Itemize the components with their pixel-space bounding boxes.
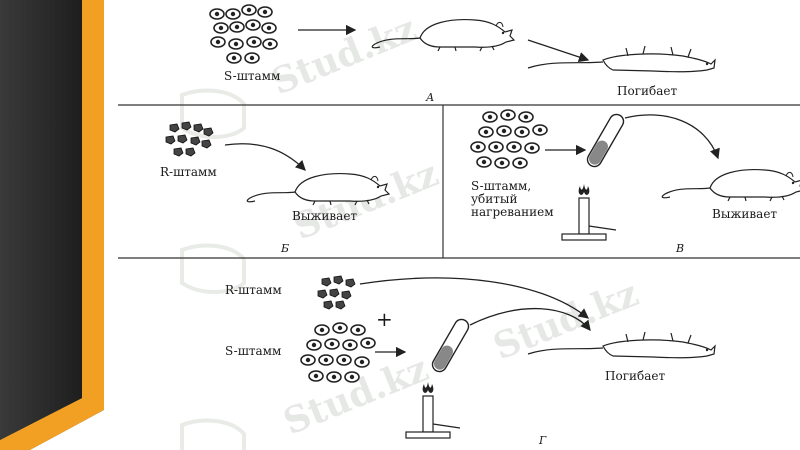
outcome-label: Погибает bbox=[617, 84, 677, 98]
panel-letter: В bbox=[675, 242, 684, 255]
outcome-label: Выживает bbox=[292, 209, 357, 223]
test-tube bbox=[584, 111, 627, 170]
r-strain-cells bbox=[165, 121, 214, 157]
arrow bbox=[624, 114, 720, 160]
arrow bbox=[359, 277, 590, 319]
slide-sidebar bbox=[0, 0, 118, 450]
s-strain-cells bbox=[209, 4, 278, 64]
panel-borders bbox=[118, 104, 800, 259]
panel-g: R-штамм + S-штамм Погибает Г bbox=[225, 275, 716, 447]
live-rat bbox=[661, 168, 800, 202]
r-strain-label: R-штамм bbox=[225, 283, 282, 297]
s-strain-cells bbox=[470, 109, 548, 169]
panel-b: R-штамм Выживает Б bbox=[160, 121, 390, 255]
arrow bbox=[469, 308, 591, 332]
test-tube bbox=[429, 316, 472, 375]
s-strain-label: S-штамм bbox=[224, 69, 280, 83]
panel-v: S-штамм, убитый нагреванием Выживает В bbox=[470, 109, 800, 255]
panel-a: S-штамм А Погибает bbox=[209, 4, 716, 104]
watermark-logo bbox=[180, 88, 246, 450]
strain-label-line: убитый bbox=[471, 192, 517, 206]
watermark-text: Stud.kz bbox=[266, 7, 423, 103]
panel-letter: Б bbox=[280, 242, 289, 255]
panel-letter: Г bbox=[538, 434, 547, 447]
outcome-label: Погибает bbox=[605, 369, 665, 383]
live-rat bbox=[246, 172, 390, 206]
r-strain-label: R-штамм bbox=[160, 165, 217, 179]
burner bbox=[561, 183, 617, 241]
strain-label-line: S-штамм, bbox=[471, 179, 531, 193]
r-strain-cells bbox=[317, 275, 356, 310]
panel-letter: А bbox=[425, 91, 434, 104]
plus-sign: + bbox=[376, 307, 393, 331]
outcome-label: Выживает bbox=[712, 207, 777, 221]
arrow bbox=[527, 39, 590, 63]
s-strain-label: S-штамм bbox=[225, 344, 281, 358]
arrow bbox=[224, 143, 306, 171]
strain-label-line: нагреванием bbox=[471, 205, 554, 219]
